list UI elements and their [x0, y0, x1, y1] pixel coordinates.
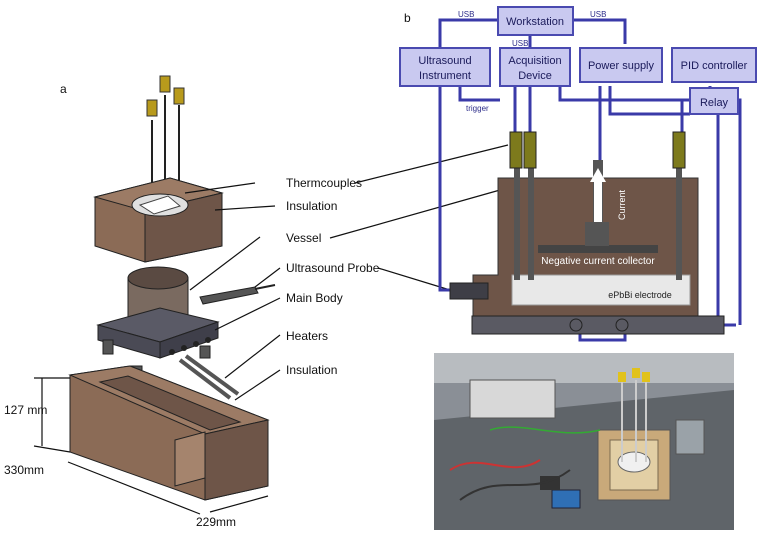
dim-depth-label: 330mm	[4, 463, 44, 477]
ultrasound-instrument-box	[399, 47, 491, 87]
probe-illustration	[199, 284, 276, 305]
label-insulation-top: Insulation	[286, 199, 337, 213]
heaters-illustration	[178, 354, 240, 400]
acquisition-label-2: Device	[518, 70, 552, 82]
workstation-label: Workstation	[506, 16, 564, 28]
usb-right-label: USB	[590, 10, 606, 19]
vessel-pointer	[329, 189, 501, 239]
label-main-body: Main Body	[286, 291, 343, 305]
power-supply-label: Power supply	[588, 60, 655, 72]
ultrasound-label-1: Ultrasound	[418, 55, 471, 67]
trigger-label: trigger	[466, 104, 489, 113]
usb-left-label: USB	[458, 10, 474, 19]
ultrasound-label-2: Instrument	[419, 70, 471, 82]
label-thermocouples: Thermcouples	[286, 176, 362, 190]
workstation-box	[497, 6, 574, 36]
acquisition-label-1: Acquisition	[508, 55, 561, 67]
thermocouple-pointer	[354, 144, 509, 184]
relay-box	[689, 87, 739, 115]
cell-schematic	[449, 131, 725, 335]
label-probe: Ultrasound Probe	[286, 261, 380, 275]
lab-photo	[434, 353, 734, 530]
relay-label: Relay	[700, 97, 729, 109]
collector-label: Negative current collector	[541, 256, 655, 267]
electrode-label: ePbBi electrode	[608, 290, 672, 300]
power-supply-box	[579, 47, 663, 83]
current-label: Current	[617, 189, 627, 220]
probe-pointer	[377, 267, 451, 291]
panel-b-letter: b	[404, 11, 411, 25]
pid-controller-box	[671, 47, 757, 83]
acquisition-device-box	[499, 47, 571, 87]
bottom-insulation-illustration	[68, 365, 270, 501]
label-heaters: Heaters	[286, 329, 328, 343]
usb-mid-label: USB	[512, 39, 528, 48]
pid-controller-label: PID controller	[681, 60, 748, 72]
label-vessel: Vessel	[286, 231, 321, 245]
panel-a-letter: a	[60, 82, 67, 96]
dim-width-label: 229mm	[196, 515, 236, 529]
label-insulation-bottom: Insulation	[286, 363, 337, 377]
dim-height-label: 127 mm	[4, 403, 47, 417]
dimension-lines	[33, 377, 269, 515]
panel-a-leader-lines	[184, 182, 281, 401]
top-insulation-illustration	[93, 177, 224, 263]
